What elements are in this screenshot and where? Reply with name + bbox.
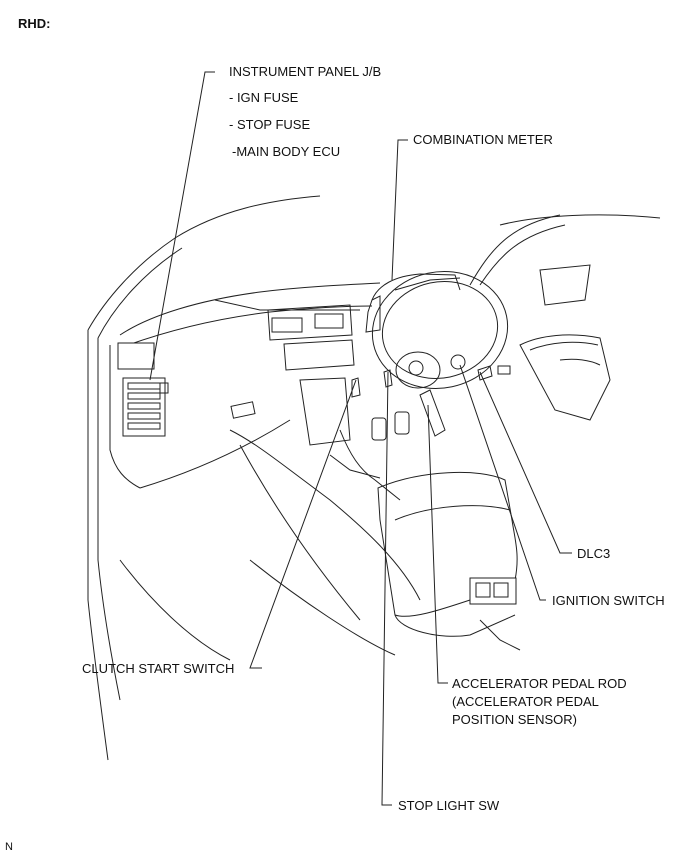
accelerator-pedal-sub2-label: POSITION SENSOR) (452, 712, 577, 727)
ignition-switch-shape (450, 354, 493, 381)
floor-contours (119, 559, 396, 661)
glovebox-handle (230, 401, 256, 419)
figure-code: N (5, 841, 13, 853)
center-stack (267, 304, 401, 501)
combination-meter-shape (365, 273, 461, 333)
dlc3-label: DLC3 (577, 546, 611, 561)
stop-light-sw-label: STOP LIGHT SW (398, 798, 500, 813)
combination-meter-label: COMBINATION METER (413, 132, 553, 147)
clutch-start-switch-label: CLUTCH START SWITCH (82, 661, 235, 676)
instrument-panel-jb-shape (117, 342, 169, 437)
steering-wheel (371, 271, 509, 389)
accelerator-pedal-rod-label: ACCELERATOR PEDAL ROD (452, 676, 627, 691)
dlc3-shape (497, 365, 511, 375)
instrument-panel-jb-label: INSTRUMENT PANEL J/B (229, 64, 382, 79)
ign-fuse-label: - IGN FUSE (229, 90, 299, 105)
leader-lines (149, 71, 572, 806)
main-body-ecu-label: -MAIN BODY ECU (232, 144, 341, 159)
variant-label: RHD: (18, 16, 51, 31)
stop-fuse-label: - STOP FUSE (229, 117, 311, 132)
dashboard-outline (109, 282, 421, 621)
accelerator-pedal-sub1-label: (ACCELERATOR PEDAL (452, 694, 599, 709)
pedals (351, 369, 446, 441)
center-console-box (377, 471, 521, 651)
right-door-outline (469, 214, 661, 421)
ignition-switch-label: IGNITION SWITCH (552, 593, 665, 608)
